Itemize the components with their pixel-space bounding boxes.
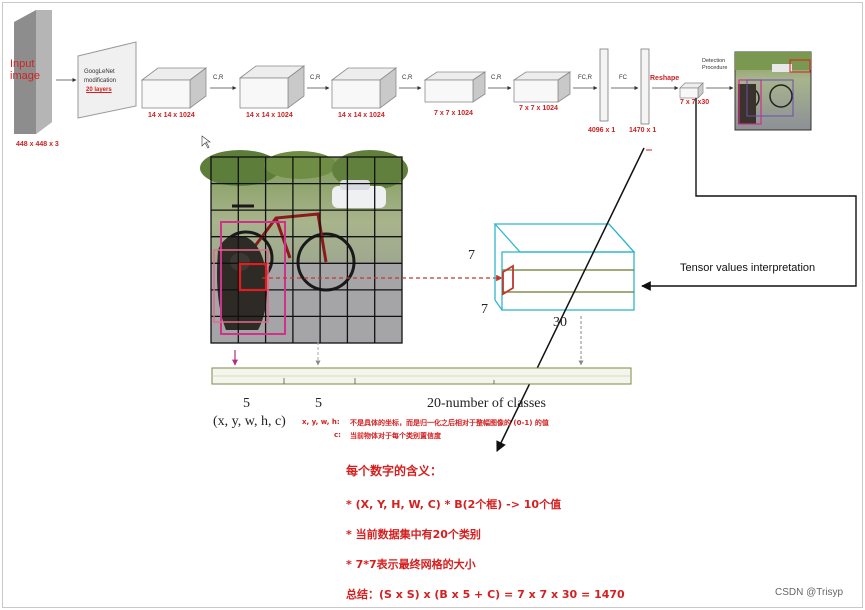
conv-block-3 bbox=[330, 67, 398, 109]
notes-line-2: * 当前数据集中有20个类别 bbox=[346, 528, 481, 541]
note-xywh-text: 不是具体的坐标，而是归一化之后相对于整幅图像的 (0-1) 的值 bbox=[350, 419, 549, 427]
googlenet-label: GoogLeNet bbox=[84, 69, 115, 75]
op-label-6: FC bbox=[619, 75, 627, 81]
tensor-interpretation-label: Tensor values interpretation bbox=[680, 262, 816, 274]
interpretation-connector bbox=[641, 98, 857, 291]
pipeline-arrows bbox=[56, 78, 734, 90]
tensor-dim-label: 7 x 7 x30 bbox=[680, 99, 710, 106]
fc-layer-1 bbox=[599, 48, 609, 122]
fc-layer-2 bbox=[640, 48, 650, 125]
long-diagonal-arrow bbox=[496, 147, 645, 452]
block-3-dim: 14 x 14 x 1024 bbox=[338, 112, 385, 119]
input-dim-label: 448 x 448 x 3 bbox=[16, 141, 59, 148]
conv-block-4 bbox=[423, 71, 487, 103]
block-5-dim: 7 x 7 x 1024 bbox=[519, 105, 558, 112]
mouse-cursor-icon bbox=[201, 135, 211, 149]
op-label-4: C,R bbox=[491, 75, 502, 81]
detection-result-image bbox=[734, 51, 812, 131]
vector-seg2-count: 5 bbox=[315, 396, 322, 411]
vector-bar bbox=[211, 316, 632, 385]
block-1-dim: 14 x 14 x 1024 bbox=[148, 112, 195, 119]
note-xywh-key: x, y, w, h: bbox=[302, 418, 340, 426]
conv-block-5 bbox=[512, 71, 572, 103]
googlenet-layers-label: 20 layers bbox=[86, 87, 112, 93]
detection-label: Detection bbox=[702, 58, 726, 64]
input-image-slab bbox=[14, 10, 52, 134]
tensor-side-label-2: 7 bbox=[481, 302, 488, 317]
output-tensor-cuboid bbox=[493, 223, 636, 311]
conv-block-1 bbox=[140, 67, 208, 109]
tensor-side-label-1: 7 bbox=[468, 248, 475, 263]
op-label-1: C,R bbox=[213, 75, 224, 81]
grid-photo bbox=[200, 150, 503, 344]
small-tensor-cube bbox=[679, 82, 704, 99]
notes-line-1: * (X, Y, H, W, C) * B(2个框) -> 10个值 bbox=[346, 498, 562, 511]
note-c-text: 当前物体对于每个类别置信度 bbox=[350, 432, 441, 440]
block-4-dim: 7 x 7 x 1024 bbox=[434, 110, 473, 117]
conv-block-2 bbox=[238, 65, 306, 109]
op-label-3: C,R bbox=[402, 75, 413, 81]
procedure-label: Procedure bbox=[702, 65, 728, 71]
op-label-5: FC,R bbox=[578, 75, 592, 81]
block-2-dim: 14 x 14 x 1024 bbox=[246, 112, 293, 119]
watermark-label: CSDN @Trisyp bbox=[775, 587, 844, 598]
note-c-key: c: bbox=[334, 431, 341, 439]
notes-heading: 每个数字的含义： bbox=[346, 464, 443, 478]
notes-line-3: * 7*7表示最终网格的大小 bbox=[346, 558, 476, 571]
notes-summary: 总结：(S x S) x (B x 5 + C) = 7 x 7 x 30 = … bbox=[346, 588, 625, 601]
op-label-2: C,R bbox=[310, 75, 321, 81]
vector-coord-label: (x, y, w, h, c) bbox=[213, 414, 286, 429]
googlenet-modification-label: modification bbox=[84, 78, 117, 84]
vector-seg1-count: 5 bbox=[243, 396, 250, 411]
googlenet-block bbox=[77, 41, 137, 119]
fc2-dim: 1470 x 1 bbox=[629, 127, 657, 134]
input-image-label: Input image bbox=[10, 58, 40, 82]
tensor-depth-label: 30 bbox=[553, 315, 567, 330]
vector-classes-label: 20-number of classes bbox=[427, 396, 546, 411]
reshape-label: Reshape bbox=[650, 75, 680, 82]
fc1-dim: 4096 x 1 bbox=[588, 127, 616, 134]
